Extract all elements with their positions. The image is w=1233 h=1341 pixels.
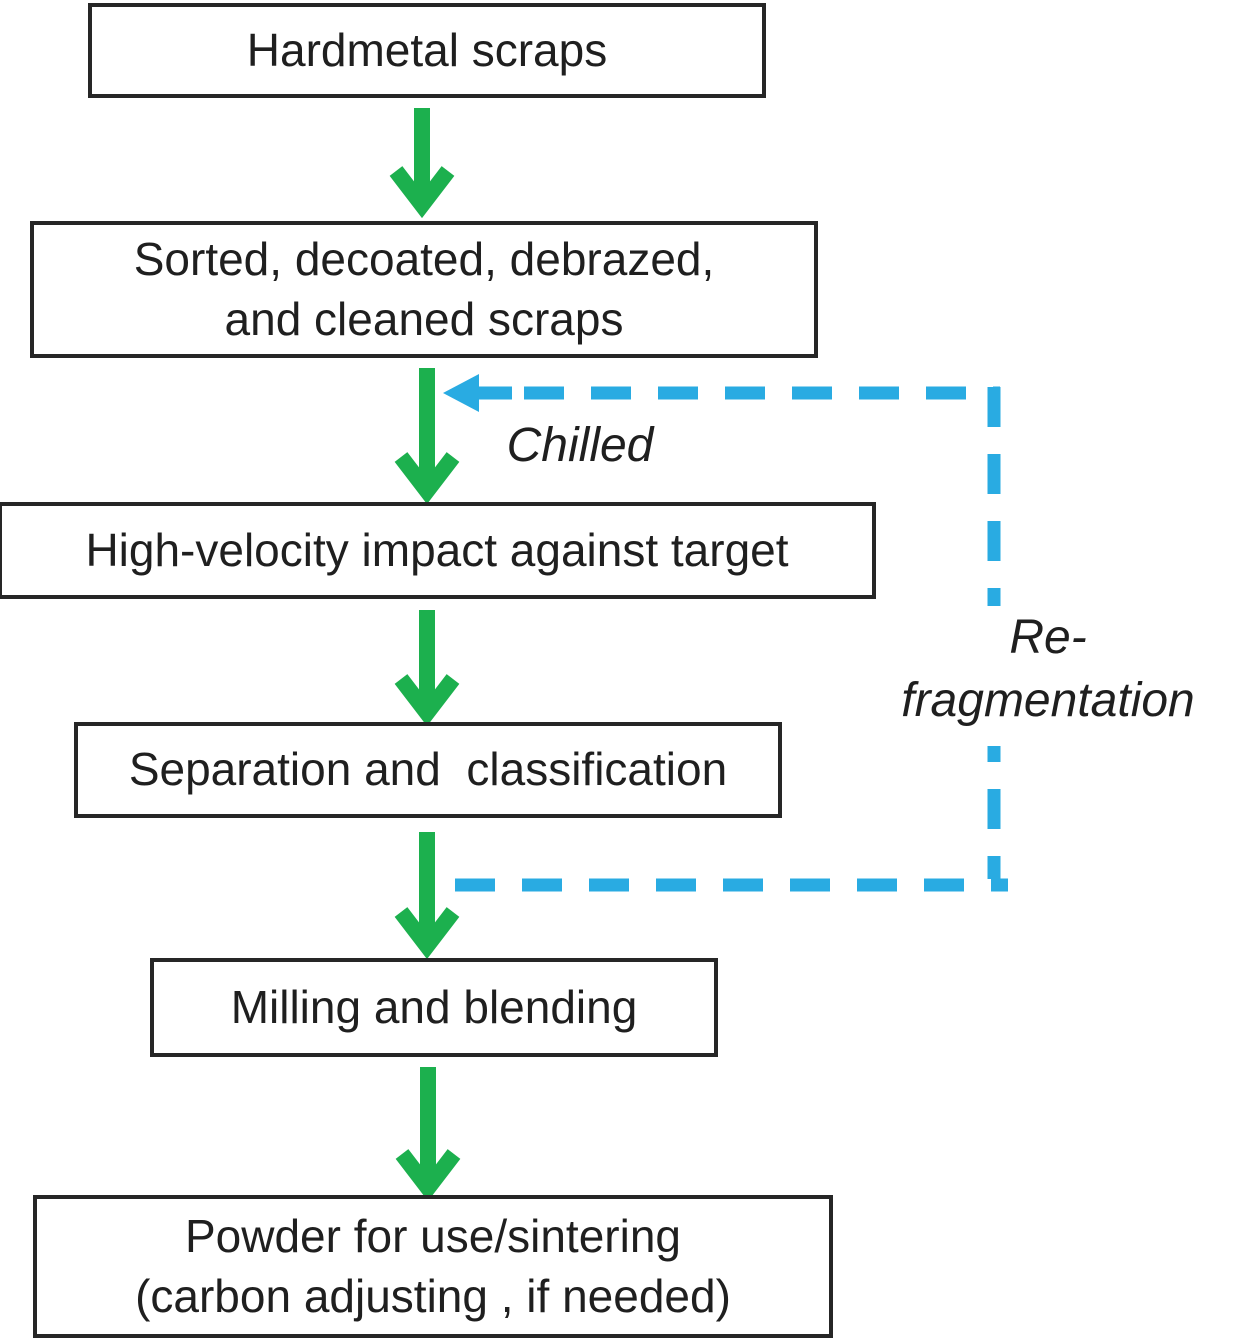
box-label-separation-classification: Separation and classification — [128, 743, 728, 796]
refragmentation-label: Re- fragmentation — [856, 606, 1233, 746]
down-arrow-4 — [394, 832, 460, 960]
flow-box-powder-for-use: Powder for use/sintering (carbon adjusti… — [33, 1195, 833, 1338]
chilled-label: Chilled — [506, 419, 654, 472]
box-label-milling-blending: Milling and blending — [230, 980, 638, 1033]
refragmentation-feedback-loop — [443, 374, 1008, 892]
box-label-sorted-cleaned-scraps: Sorted, decoated, debrazed, and cleaned … — [133, 232, 715, 345]
flow-box-sorted-cleaned-scraps: Sorted, decoated, debrazed, and cleaned … — [30, 221, 818, 358]
down-arrow-2 — [394, 368, 460, 505]
flow-box-hardmetal-scraps: Hardmetal scraps — [88, 3, 766, 98]
down-arrow-5 — [395, 1067, 461, 1202]
flow-box-milling-blending: Milling and blending — [150, 958, 718, 1057]
flow-box-high-velocity-impact: High-velocity impact against target — [0, 502, 876, 599]
box-label-hardmetal-scraps: Hardmetal scraps — [246, 23, 608, 76]
flow-box-separation-classification: Separation and classification — [74, 722, 782, 818]
feedback-arrowhead — [443, 374, 479, 412]
down-arrow-3 — [394, 610, 460, 727]
down-arrow-1 — [389, 108, 455, 219]
box-label-high-velocity-impact: High-velocity impact against target — [85, 523, 789, 576]
box-label-powder-for-use: Powder for use/sintering (carbon adjusti… — [135, 1209, 731, 1322]
